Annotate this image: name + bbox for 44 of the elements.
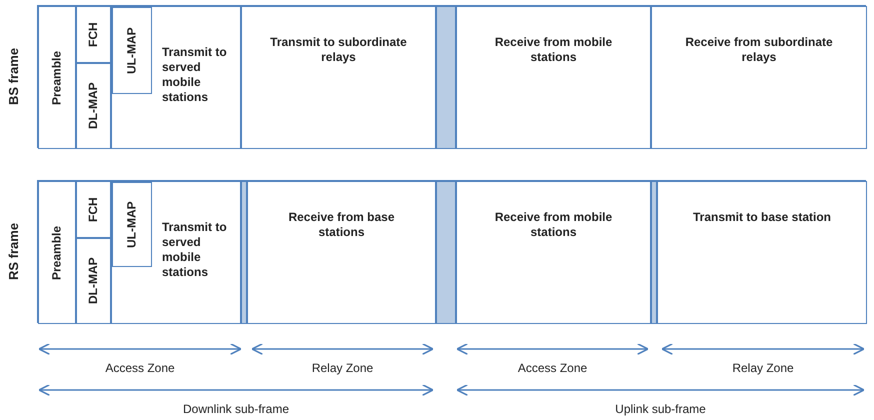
frame-label: RS frame xyxy=(6,222,21,282)
frame-cell xyxy=(76,6,111,63)
gap-bar xyxy=(436,6,456,149)
gap-bar xyxy=(436,181,456,324)
frame-cell xyxy=(76,238,111,324)
field-label: UL-MAP xyxy=(124,26,140,76)
frame-cell xyxy=(456,181,651,324)
zone-label: Relay Zone xyxy=(312,361,374,375)
cell-text: Transmit to served mobile stations xyxy=(162,45,228,105)
zone-label: Relay Zone xyxy=(732,361,794,375)
zone-label: Access Zone xyxy=(105,361,175,375)
frame-cell xyxy=(651,6,867,149)
gap-bar xyxy=(651,181,657,324)
zone-label: Downlink sub-frame xyxy=(182,402,290,416)
frame-cell xyxy=(112,182,152,267)
frame-cell xyxy=(38,6,76,149)
cell-text: Transmit to subordinate relays xyxy=(269,35,408,65)
frame-cell xyxy=(241,6,436,149)
frame-cell xyxy=(76,181,111,238)
cell-text: Transmit to served mobile stations xyxy=(162,220,228,280)
cell-text: Transmit to base station xyxy=(692,210,832,225)
zone-label: Access Zone xyxy=(518,361,588,375)
frame-cell xyxy=(657,181,867,324)
field-label: FCH xyxy=(85,21,101,49)
frame-label: BS frame xyxy=(6,46,21,108)
frame-cell xyxy=(111,181,241,324)
field-label: Preamble xyxy=(48,224,64,282)
frame-cell xyxy=(112,7,152,94)
gap-bar xyxy=(241,181,247,324)
field-label: DL-MAP xyxy=(85,256,101,306)
field-label: DL-MAP xyxy=(85,82,101,132)
field-label: UL-MAP xyxy=(124,200,140,250)
frame-cell xyxy=(247,181,436,324)
cell-text: Receive from subordinate relays xyxy=(684,35,834,65)
cell-text: Receive from mobile stations xyxy=(494,210,614,240)
frame-cell xyxy=(456,6,651,149)
zone-label: Uplink sub-frame xyxy=(615,402,706,416)
field-label: FCH xyxy=(85,196,101,224)
frame-cell xyxy=(38,181,76,324)
field-label: Preamble xyxy=(48,49,64,107)
cell-text: Receive from base stations xyxy=(287,210,396,240)
frame-cell xyxy=(76,63,111,149)
cell-text: Receive from mobile stations xyxy=(494,35,614,65)
frame-cell xyxy=(111,6,241,149)
